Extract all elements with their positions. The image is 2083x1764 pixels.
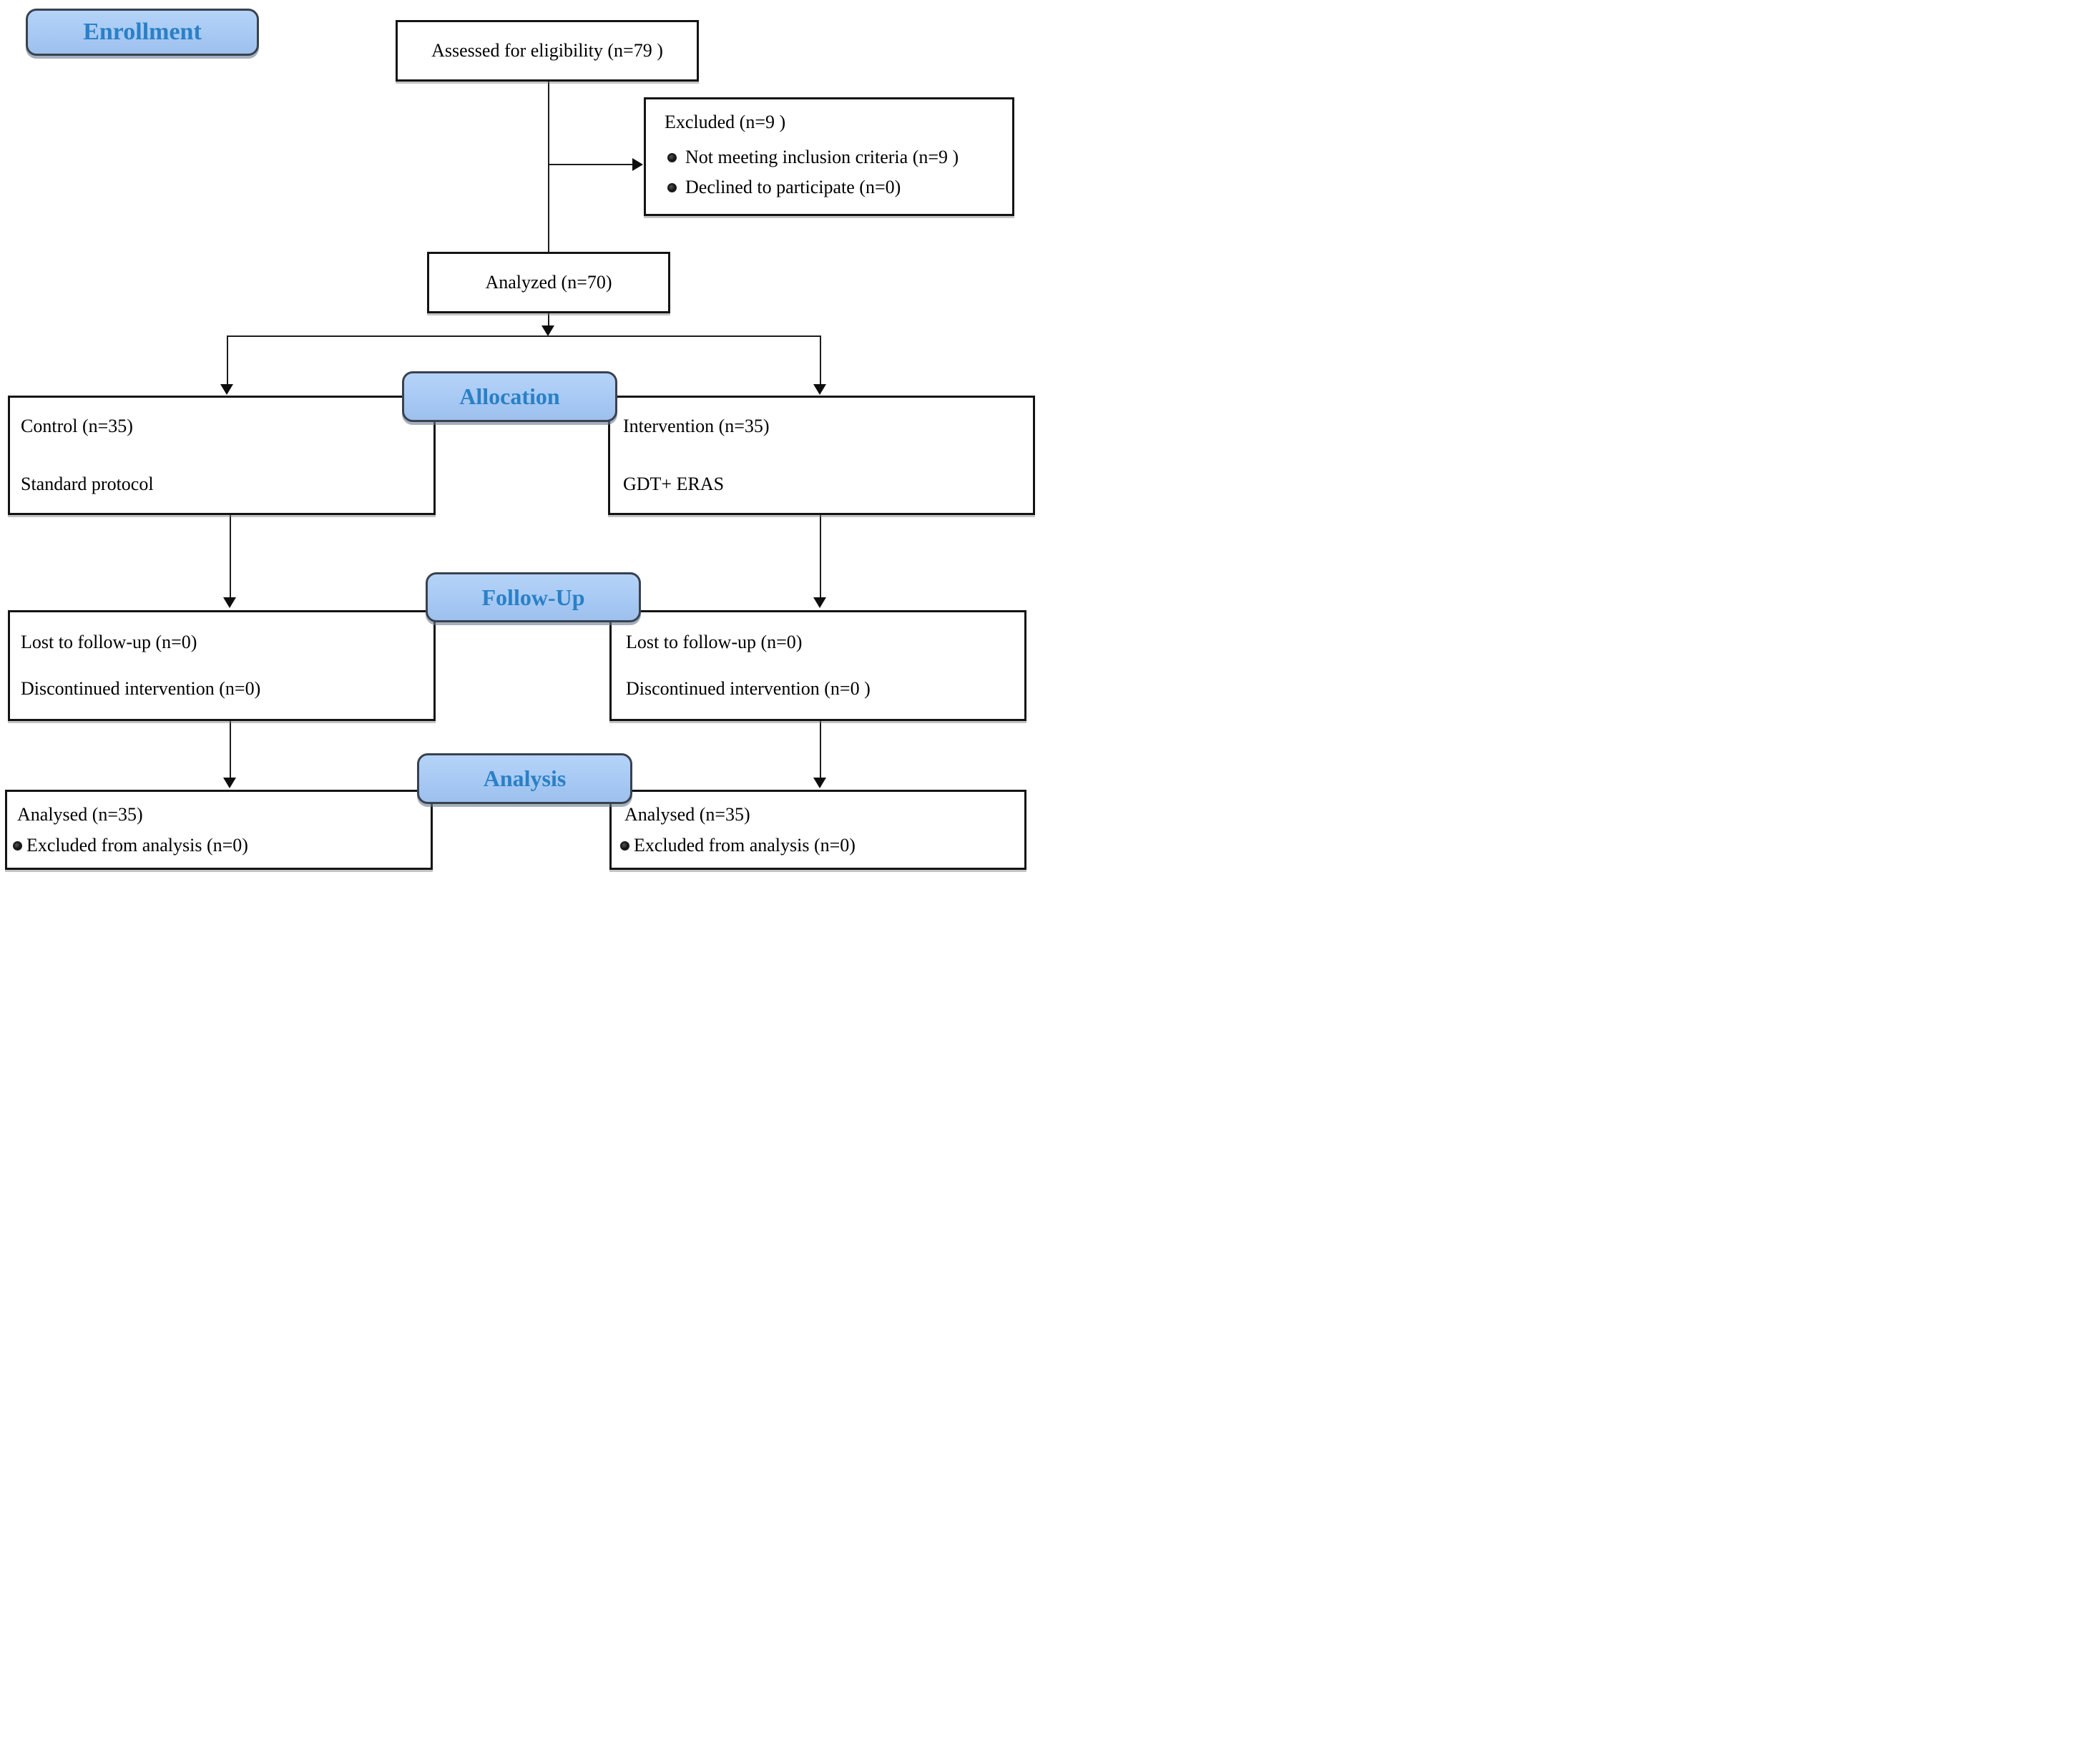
connector-analyzed-down	[548, 313, 549, 326]
consort-flow-diagram: Assessed for eligibility (n=79 ) Exclude…	[0, 0, 1042, 882]
arrowhead-branch-icon	[541, 325, 554, 336]
analysis-right-excluded-text: Excluded from analysis (n=0)	[634, 835, 856, 856]
analysis-left-excluded: Excluded from analysis (n=0)	[13, 835, 248, 856]
analysis-left-excluded-text: Excluded from analysis (n=0)	[26, 835, 248, 856]
analysis-stage-pill: Analysis	[417, 753, 632, 804]
bullet-icon	[667, 182, 677, 192]
drop-left-analysis	[230, 721, 231, 778]
bullet-icon	[667, 152, 677, 162]
allocation-stage-label: Allocation	[459, 383, 560, 409]
drop-right-analysis	[820, 721, 821, 778]
excluded-item-text: Not meeting inclusion criteria (n=9 )	[685, 147, 959, 167]
excluded-item: Not meeting inclusion criteria (n=9 )	[667, 147, 959, 168]
analyzed-text: Analyzed (n=70)	[485, 272, 612, 293]
intervention-protocol: GDT+ ERAS	[623, 474, 725, 494]
drop-left-followup	[230, 515, 231, 598]
analysis-right-count: Analysed (n=35)	[624, 804, 750, 825]
enrollment-stage-pill: Enrollment	[26, 9, 259, 56]
connector-to-excluded	[548, 164, 634, 165]
arrowhead-control-icon	[220, 384, 233, 395]
arrowhead-followup-left-icon	[223, 597, 236, 608]
excluded-item: Declined to participate (n=0)	[667, 177, 901, 198]
branch-line	[227, 335, 821, 337]
excluded-box: Excluded (n=9 ) Not meeting inclusion cr…	[644, 97, 1014, 216]
analysis-left-box: Analysed (n=35) Excluded from analysis (…	[5, 790, 433, 870]
followup-right-discontinued: Discontinued intervention (n=0 )	[626, 678, 871, 699]
assessed-box: Assessed for eligibility (n=79 )	[396, 20, 699, 82]
analysis-right-excluded: Excluded from analysis (n=0)	[620, 835, 856, 856]
arrowhead-intervention-icon	[813, 384, 826, 395]
arrowhead-followup-right-icon	[813, 597, 826, 608]
control-box: Control (n=35) Standard protocol	[8, 396, 436, 515]
analysis-left-count: Analysed (n=35)	[17, 804, 143, 825]
drop-right-followup	[820, 515, 821, 598]
assessed-text: Assessed for eligibility (n=79 )	[431, 40, 663, 61]
followup-left-box: Lost to follow-up (n=0) Discontinued int…	[8, 610, 436, 721]
control-protocol: Standard protocol	[21, 474, 154, 494]
followup-stage-label: Follow-Up	[481, 584, 585, 610]
followup-left-discontinued: Discontinued intervention (n=0)	[21, 678, 261, 699]
analysis-stage-label: Analysis	[483, 765, 567, 791]
arrowhead-analysis-left-icon	[223, 778, 236, 788]
followup-right-box: Lost to follow-up (n=0) Discontinued int…	[609, 610, 1026, 721]
analyzed-box: Analyzed (n=70)	[427, 252, 670, 313]
bullet-icon	[620, 841, 629, 851]
excluded-item-text: Declined to participate (n=0)	[685, 177, 901, 197]
intervention-box: Intervention (n=35) GDT+ ERAS	[608, 396, 1035, 515]
followup-right-lost: Lost to follow-up (n=0)	[626, 632, 803, 652]
drop-left-allocation	[227, 335, 228, 386]
followup-stage-pill: Follow-Up	[426, 572, 641, 622]
bullet-icon	[13, 841, 22, 851]
analysis-right-box: Analysed (n=35) Excluded from analysis (…	[609, 790, 1026, 870]
arrowhead-excluded-icon	[632, 158, 643, 171]
followup-left-lost: Lost to follow-up (n=0)	[21, 632, 197, 652]
connector-assessed-to-analyzed	[548, 82, 549, 252]
excluded-title: Excluded (n=9 )	[665, 112, 786, 132]
arrowhead-analysis-right-icon	[813, 778, 826, 788]
enrollment-stage-label: Enrollment	[83, 19, 202, 45]
drop-right-allocation	[820, 335, 821, 386]
allocation-stage-pill: Allocation	[402, 371, 617, 422]
control-count: Control (n=35)	[21, 416, 133, 436]
intervention-count: Intervention (n=35)	[623, 416, 770, 436]
